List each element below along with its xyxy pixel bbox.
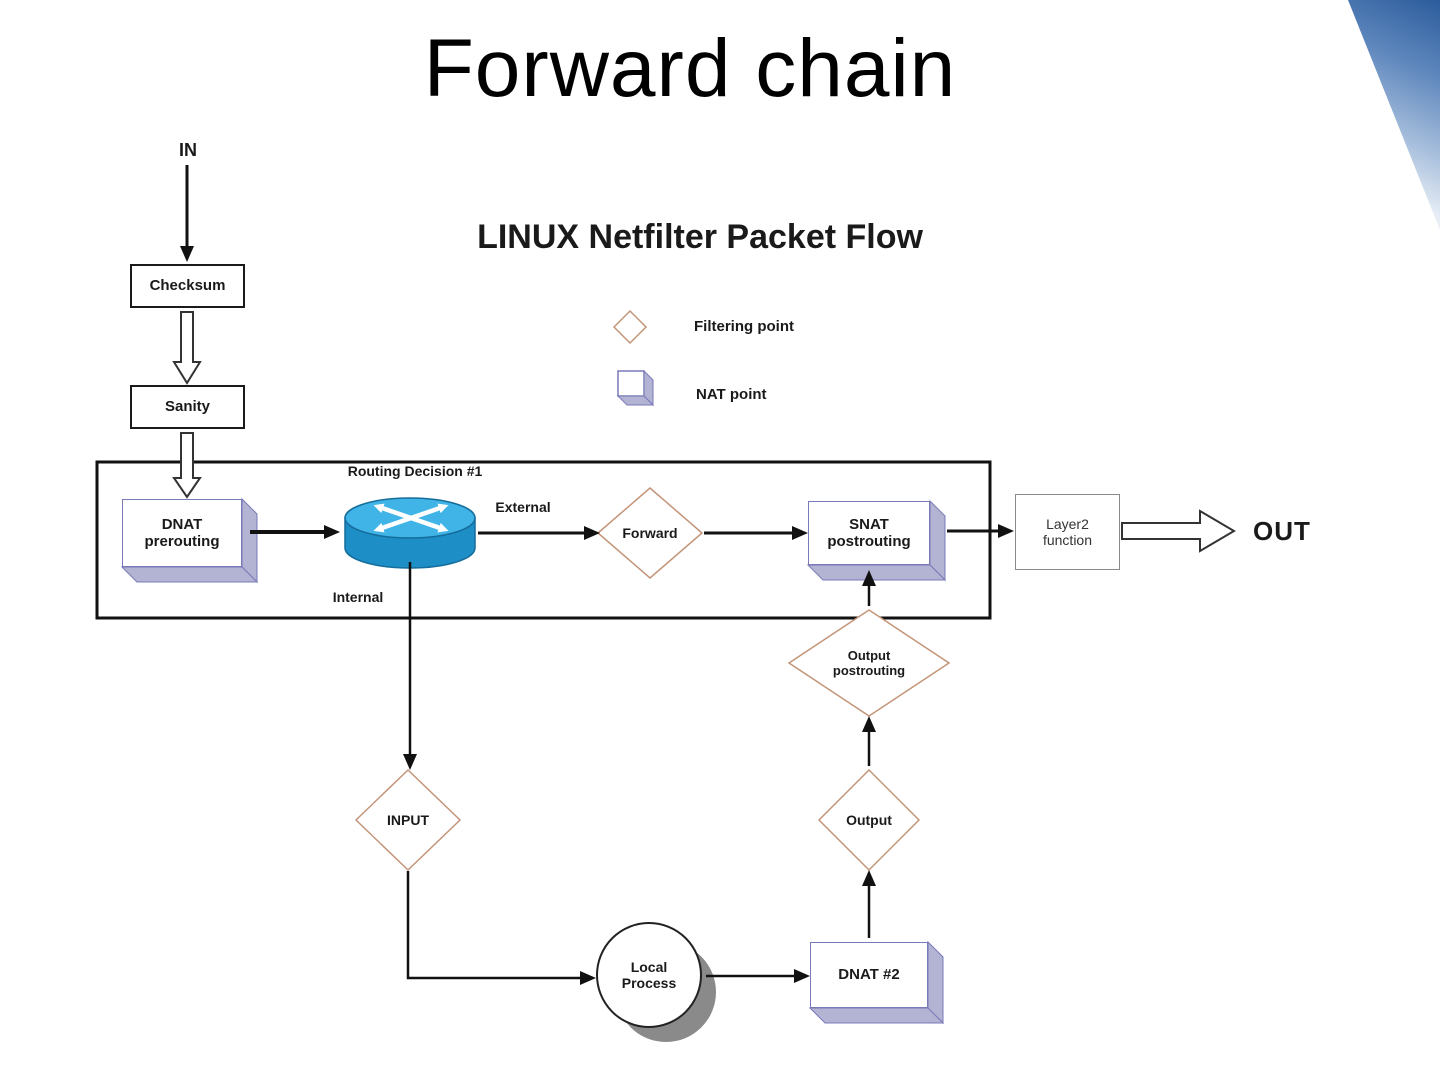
dnat2-label: DNAT #2 [810,942,928,1008]
forward-diamond [596,487,704,579]
legend-filtering-diamond [612,309,648,345]
dnat-prerouting-cube [120,497,259,584]
snat-postrouting-label: SNAT postrouting [808,501,930,565]
forward-chain-box [95,460,992,620]
legend-filtering-label: Filtering point [694,318,794,336]
forward-label: Forward [622,524,678,541]
legend-nat-cube [616,369,655,407]
input-diamond [354,768,462,872]
output-label: Output [846,811,892,828]
legend-nat-label: NAT point [696,386,767,404]
output-postrouting-diamond [787,609,951,717]
arrow-sanity-to-dnat [172,432,202,499]
arrow-checksum-to-sanity [172,311,202,385]
snat-postrouting-cube [806,499,947,582]
routing-decision-label: Routing Decision #1 [347,462,483,479]
output-postrouting-label: Output postrouting [832,648,906,678]
router-icon [344,497,476,569]
external-label: External [495,499,551,516]
output-diamond [817,768,921,872]
dnat2-cube [808,940,945,1025]
out-label: OUT [1253,516,1311,547]
layer2-box: Layer2 function [1015,494,1120,570]
sanity-box: Sanity [130,385,245,429]
dnat-prerouting-label: DNAT prerouting [122,499,242,567]
input-label: INPUT [387,811,429,828]
arrow-layer2-to-out [1121,509,1236,553]
local-process-label: Local Process [621,958,677,991]
checksum-box: Checksum [130,264,245,308]
in-label: IN [179,139,197,160]
slide-title: Forward chain [423,23,957,114]
diagram-title: LINUX Netfilter Packet Flow [477,218,923,256]
local-process-circle [596,922,702,1028]
internal-label: Internal [332,589,384,606]
arrow-input-to-local-process [406,871,596,985]
